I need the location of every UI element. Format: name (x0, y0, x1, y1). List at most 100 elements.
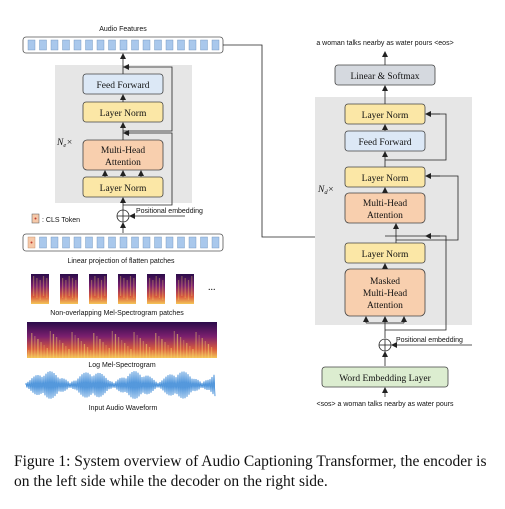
patch-token (154, 236, 162, 249)
cls-legend-label: : CLS Token (42, 217, 80, 224)
spectrogram-streak (210, 347, 213, 358)
decoder-layer-norm-mid-label: Layer Norm (362, 174, 409, 184)
decoder-mha-line1: Multi-Head (363, 199, 408, 209)
mel-patch-streak (184, 278, 186, 298)
mel-patch-streak (158, 278, 161, 298)
log-mel-label: Log Mel-Spectrogram (88, 362, 155, 369)
decoder-layer-norm-top-block: Layer Norm (344, 103, 426, 125)
encoder-mha-line2: Attention (105, 158, 141, 168)
audio-feature-token (39, 39, 47, 51)
spectrogram-streak (117, 337, 120, 358)
mel-patch-streak (33, 276, 35, 296)
mel-patch-streak (39, 280, 41, 300)
decoder-repeat-label: Nd× (317, 185, 334, 196)
patch-token (165, 236, 174, 249)
encoder-positional-label: Positional embedding (136, 208, 203, 215)
patch-token (177, 236, 185, 249)
spectrogram-streak (108, 348, 110, 358)
audio-feature-token (177, 39, 185, 51)
audio-feature-token (131, 39, 139, 51)
audio-feature-token (27, 39, 36, 51)
encoder-mha-block: Multi-Head Attention (82, 139, 164, 171)
spectrogram-streak (183, 340, 185, 358)
decoder-arrows (363, 85, 459, 338)
patch-token (108, 236, 116, 249)
spectrogram-streak (99, 339, 101, 358)
spectrogram-streak (86, 347, 89, 358)
word-embedding-block: Word Embedding Layer (321, 366, 449, 388)
spectrogram-streak (148, 347, 151, 358)
decoder-mha-block: Multi-Head Attention (344, 192, 426, 224)
audio-feature-token (85, 39, 93, 51)
mel-patch (31, 274, 49, 304)
spectrogram-streak (31, 333, 33, 358)
waveform-trace (25, 371, 216, 399)
spectrogram-streak (49, 331, 51, 358)
decoder-feed-forward-label: Feed Forward (358, 138, 411, 148)
mel-patch-streak (120, 276, 122, 296)
encoder-mha-line1: Multi-Head (101, 146, 146, 156)
mel-patch-streak (155, 276, 157, 296)
decoder-positional-label: Positional embedding (396, 337, 463, 344)
spectrogram-streak (189, 346, 191, 358)
figure-caption: Figure 1: System overview of Audio Capti… (14, 453, 487, 490)
mel-patch-streak (94, 276, 96, 296)
cls-token-dot (30, 241, 33, 244)
patch-token (200, 236, 208, 249)
spectrogram-streak (28, 350, 30, 358)
decoder-masked-line2: Multi-Head (363, 289, 408, 299)
spectrogram-streak (192, 349, 194, 358)
mel-patch-streak (123, 278, 125, 298)
spectrogram-streak (43, 345, 45, 358)
patch-token (131, 236, 139, 249)
spectrogram-streak (40, 342, 42, 358)
patch-token (119, 236, 128, 249)
decoder-layer-norm-low-block: Layer Norm (344, 242, 426, 264)
patch-token (142, 236, 151, 249)
mel-patch-streak (36, 278, 38, 298)
decoder-input-caption: <sos> a woman talks nearby as water pour… (317, 401, 454, 408)
audio-feature-token (154, 39, 162, 51)
spectrogram-streak (59, 340, 61, 358)
patch-token (188, 236, 197, 249)
mel-patch-streak (104, 276, 106, 296)
patch-token (73, 236, 82, 249)
audio-feature-token (119, 39, 128, 51)
audio-feature-token (200, 39, 208, 51)
waveform-label: Input Audio Waveform (89, 405, 158, 412)
audio-feature-token (62, 39, 70, 51)
spectrogram-streak (136, 335, 138, 358)
audio-feature-token (165, 39, 174, 51)
patch-embedding-strip (22, 233, 224, 252)
spectrogram-streak (142, 341, 144, 358)
mel-patch (176, 274, 194, 304)
spectrogram-streak (186, 343, 188, 358)
spectrogram-streak (161, 339, 163, 358)
mel-patch (89, 274, 107, 304)
patch-token (85, 236, 93, 249)
spectrogram-streak (34, 336, 36, 358)
audio-feature-token (188, 39, 197, 51)
decoder-masked-line3: Attention (367, 301, 403, 311)
encoder-layer-norm-top-block: Layer Norm (82, 101, 164, 123)
mel-patch (60, 274, 78, 304)
spectrogram-streak (105, 345, 107, 358)
encoder-positional-add (116, 209, 185, 233)
spectrogram-streak (130, 349, 132, 358)
mel-patch-streak (46, 278, 48, 298)
mel-patch (118, 274, 136, 304)
spectrogram-streak (195, 332, 197, 358)
linear-softmax-block: Linear & Softmax (334, 64, 436, 86)
spectrogram-streak (121, 340, 123, 358)
encoder-feed-forward-block: Feed Forward (82, 73, 164, 95)
word-embedding-label: Word Embedding Layer (339, 374, 431, 384)
mel-patch-streak (129, 276, 132, 296)
architecture-figure: Audio Features Feed Forward Layer Norm M… (22, 26, 472, 412)
encoder-layer-norm-bottom-label: Layer Norm (100, 184, 147, 194)
audio-features-label: Audio Features (99, 26, 147, 33)
spectrogram-streak (46, 348, 48, 358)
patches-ellipsis: ... (208, 282, 216, 293)
mel-patch-streak (187, 280, 190, 300)
audio-feature-token (108, 39, 116, 51)
decoder-layer-norm-low-label: Layer Norm (362, 250, 409, 260)
